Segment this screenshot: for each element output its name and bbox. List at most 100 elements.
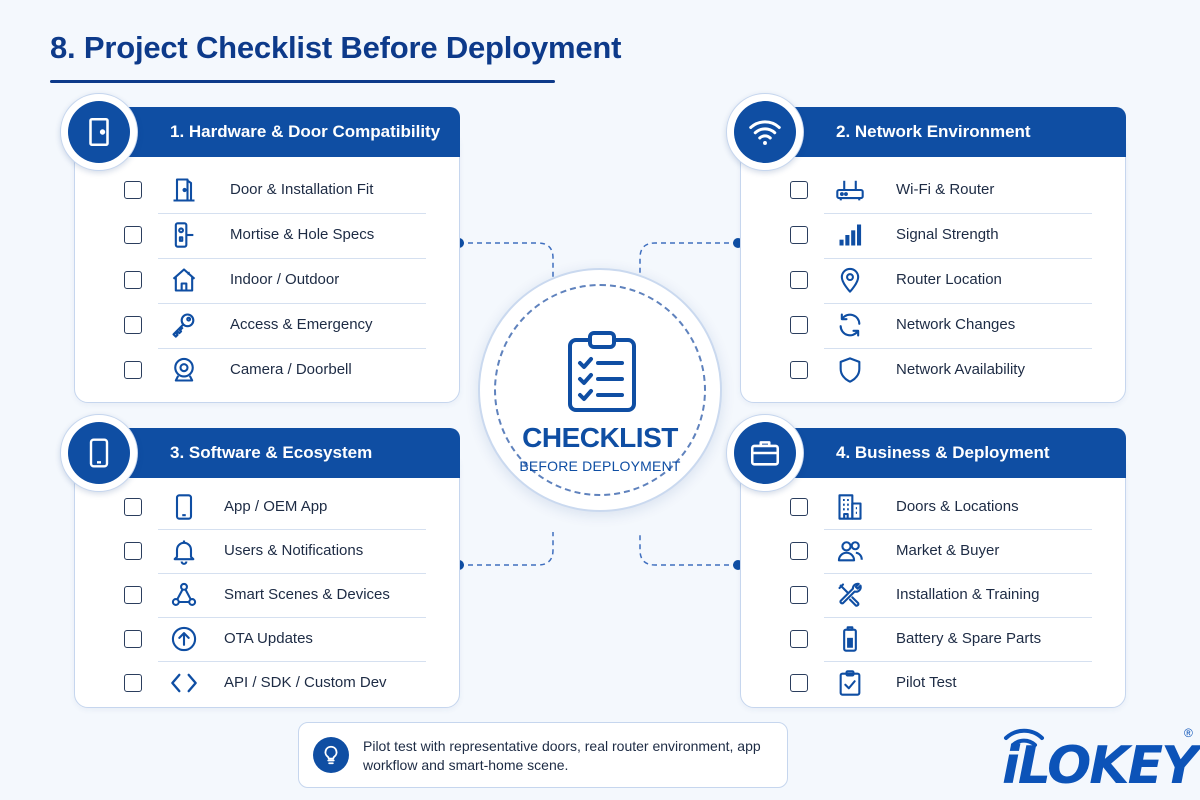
clipboard-checklist-icon xyxy=(568,331,636,412)
item-label: API / SDK / Custom Dev xyxy=(224,674,387,691)
item-label: Network Availability xyxy=(896,361,1025,378)
registered-mark: ® xyxy=(1184,726,1193,740)
card-header: 2. Network Environment xyxy=(752,107,1126,157)
logo-text: iLOKEY xyxy=(1002,736,1199,796)
camera-icon xyxy=(174,357,194,382)
checkbox[interactable] xyxy=(124,226,142,244)
card-header: 4. Business & Deployment xyxy=(752,428,1126,478)
upload-arrow-icon xyxy=(171,626,197,652)
checkbox[interactable] xyxy=(790,586,808,604)
house-icon xyxy=(172,268,196,292)
card-body xyxy=(740,131,1126,403)
checklist: Doors & Locations Market & Buyer Install… xyxy=(740,486,1126,706)
door-icon xyxy=(173,178,195,202)
clipboard-check-icon xyxy=(839,670,861,696)
refresh-icon xyxy=(839,313,861,337)
bell-icon xyxy=(173,540,195,565)
checklist: App / OEM App Users & Notifications Smar… xyxy=(74,486,460,706)
checkbox[interactable] xyxy=(790,674,808,692)
item-label: Market & Buyer xyxy=(896,542,1000,559)
hub-subtitle: BEFORE DEPLOYMENT xyxy=(519,458,681,474)
card-body xyxy=(74,131,460,403)
list-item: Market & Buyer xyxy=(740,530,1126,574)
item-label: Signal Strength xyxy=(896,226,999,243)
list-item: Signal Strength xyxy=(740,214,1126,259)
checkbox[interactable] xyxy=(124,316,142,334)
card-business-deployment: 4. Business & Deployment Doors & Locatio… xyxy=(726,414,1126,708)
checkbox[interactable] xyxy=(790,361,808,379)
code-brackets-icon xyxy=(171,673,197,693)
list-item: Smart Scenes & Devices xyxy=(74,574,460,618)
list-item: Indoor / Outdoor xyxy=(74,259,460,304)
card-body xyxy=(740,452,1126,708)
brand-logo: iLOKEY ® xyxy=(1000,722,1199,798)
item-label: Installation & Training xyxy=(896,586,1040,603)
location-pin-icon xyxy=(840,267,860,293)
list-item: Installation & Training xyxy=(740,574,1126,618)
battery-icon xyxy=(843,626,857,652)
item-label: Mortise & Hole Specs xyxy=(230,226,375,243)
checkbox[interactable] xyxy=(124,271,142,289)
tip-icon-circle xyxy=(313,737,349,773)
item-label: Door & Installation Fit xyxy=(230,181,374,198)
item-label: Users & Notifications xyxy=(224,542,364,559)
checkbox[interactable] xyxy=(124,586,142,604)
list-item: Pilot Test xyxy=(740,662,1126,706)
tip-box: Pilot test with representative doors, re… xyxy=(298,722,788,788)
wifi-signal-icon xyxy=(1004,728,1044,747)
title-underline xyxy=(50,80,555,83)
checkbox[interactable] xyxy=(790,271,808,289)
list-item: OTA Updates xyxy=(74,618,460,662)
phone-icon xyxy=(175,494,193,520)
checkbox[interactable] xyxy=(124,674,142,692)
item-label: Router Location xyxy=(896,271,1002,288)
card-badge xyxy=(60,414,138,492)
building-icon xyxy=(838,494,862,520)
card-header: 1. Hardware & Door Compatibility xyxy=(86,107,460,157)
checkbox[interactable] xyxy=(790,630,808,648)
list-item: Access & Emergency xyxy=(74,304,460,349)
door-icon xyxy=(89,117,109,147)
lightbulb-icon xyxy=(324,745,338,765)
page-title: 8. Project Checklist Before Deployment xyxy=(50,30,622,65)
card-badge xyxy=(726,414,804,492)
list-item: Door & Installation Fit xyxy=(74,169,460,214)
list-item: Mortise & Hole Specs xyxy=(74,214,460,259)
checkbox[interactable] xyxy=(790,181,808,199)
checklist-hub: CHECKLIST BEFORE DEPLOYMENT xyxy=(478,268,722,512)
checkbox[interactable] xyxy=(790,542,808,560)
item-label: OTA Updates xyxy=(224,630,313,647)
users-icon xyxy=(837,541,863,562)
checkbox[interactable] xyxy=(124,542,142,560)
item-label: Camera / Doorbell xyxy=(230,361,352,378)
card-badge xyxy=(726,93,804,171)
key-icon xyxy=(172,313,195,338)
item-label: Doors & Locations xyxy=(896,498,1019,515)
checkbox[interactable] xyxy=(124,498,142,516)
card-software-ecosystem: 3. Software & Ecosystem App / OEM App Us… xyxy=(60,414,460,708)
list-item: Doors & Locations xyxy=(740,486,1126,530)
checkbox[interactable] xyxy=(124,361,142,379)
phone-icon xyxy=(89,438,109,468)
shield-icon xyxy=(839,357,861,383)
list-item: App / OEM App xyxy=(74,486,460,530)
list-item: Network Changes xyxy=(740,304,1126,349)
list-item: Wi-Fi & Router xyxy=(740,169,1126,214)
lock-icon xyxy=(174,222,194,248)
checkbox[interactable] xyxy=(124,630,142,648)
item-label: Pilot Test xyxy=(896,674,957,691)
list-item: Battery & Spare Parts xyxy=(740,618,1126,662)
checkbox[interactable] xyxy=(790,498,808,516)
item-label: Battery & Spare Parts xyxy=(896,630,1042,647)
checklist: Door & Installation Fit Mortise & Hole S… xyxy=(74,169,460,394)
item-label: Indoor / Outdoor xyxy=(230,271,340,288)
list-item: API / SDK / Custom Dev xyxy=(74,662,460,706)
item-label: Wi-Fi & Router xyxy=(896,181,995,198)
checkbox[interactable] xyxy=(790,226,808,244)
signal-icon xyxy=(839,224,862,246)
card-hardware-compatibility: 1. Hardware & Door Compatibility Door & … xyxy=(60,93,460,403)
checkbox[interactable] xyxy=(124,181,142,199)
item-label: Access & Emergency xyxy=(230,316,373,333)
checkbox[interactable] xyxy=(790,316,808,334)
item-label: App / OEM App xyxy=(224,498,328,515)
